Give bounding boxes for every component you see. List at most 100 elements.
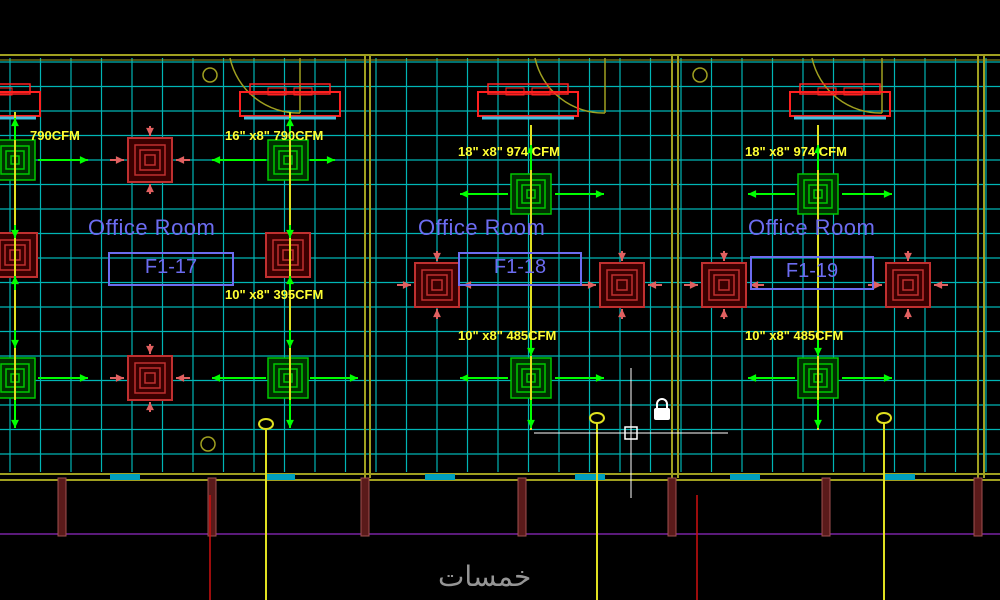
return-grille: [139, 367, 161, 389]
airflow-arrow-head: [460, 374, 469, 382]
airflow-arrow-head: [595, 190, 604, 198]
window-mullion: [973, 477, 983, 537]
fan-coil-unit-top: [487, 83, 569, 95]
window-mullion: [821, 477, 831, 537]
return-grille: [718, 279, 730, 291]
airflow-arrow-head: [11, 118, 19, 127]
return-arrow-head: [689, 281, 698, 289]
airflow-arrow-head: [883, 190, 892, 198]
window-sill: [575, 474, 605, 480]
fan-coil-detail: [531, 87, 551, 96]
left-airflow-note: 790CFM: [30, 128, 80, 143]
return-arrow-head: [618, 309, 626, 318]
airflow-arrow-head: [286, 118, 294, 127]
cursor-pickbox: [624, 426, 638, 440]
return-arrow-head: [402, 281, 411, 289]
supply-diffuser: [278, 368, 298, 388]
return-arrow-head: [750, 281, 759, 289]
return-grille: [144, 154, 156, 166]
supply-diffuser: [283, 155, 293, 165]
return-arrow-head: [904, 252, 912, 261]
airflow-arrow-head: [814, 347, 822, 356]
return-note-f1-17: 10" x8" 395CFM: [225, 287, 324, 302]
return-grille: [611, 274, 633, 296]
fan-coil-detail: [267, 87, 287, 96]
supply-diffuser: [273, 145, 303, 175]
window-mullion: [517, 477, 527, 537]
return-grille: [606, 269, 638, 301]
return-grille: [892, 269, 924, 301]
airflow-arrow-head: [595, 374, 604, 382]
airflow-arrow-head: [748, 374, 757, 382]
fan-coil-detail: [817, 87, 837, 96]
supply-diffuser: [278, 150, 298, 170]
supply-diffuser: [273, 363, 303, 393]
airflow-arrow-head: [748, 190, 757, 198]
airflow-arrow-head: [212, 156, 221, 164]
drain-point: [876, 412, 892, 424]
return-arrow-head: [587, 281, 596, 289]
return-arrow-head: [433, 309, 441, 318]
return-note-f1-18: 10" x8" 485CFM: [458, 328, 557, 343]
window-sill: [110, 474, 140, 480]
airflow-arrow-head: [460, 190, 469, 198]
return-grille: [897, 274, 919, 296]
fan-coil-unit: [0, 91, 41, 117]
return-grille: [272, 239, 304, 271]
fan-coil-unit-top: [0, 83, 31, 95]
supply-note-f1-17: 16" x8" 790CFM: [225, 128, 324, 143]
airflow-arrow-head: [11, 276, 19, 285]
return-arrow-head: [720, 309, 728, 318]
return-arrow-head: [146, 127, 154, 136]
airflow-arrow-head: [814, 419, 822, 428]
fan-coil-unit: [789, 91, 891, 117]
fan-coil-unit-top: [799, 83, 881, 95]
return-grille: [708, 269, 740, 301]
return-arrow-head: [146, 402, 154, 411]
return-arrow-head: [720, 252, 728, 261]
return-arrow-head: [146, 345, 154, 354]
room-tag-f1-19[interactable]: F1-19: [750, 256, 874, 290]
airflow-arrow-head: [11, 419, 19, 428]
return-arrow-head: [146, 184, 154, 193]
drain-point: [589, 412, 605, 424]
airflow-arrow-head: [212, 374, 221, 382]
return-grille: [421, 269, 453, 301]
fan-coil-detail: [843, 87, 863, 96]
return-grille: [277, 244, 299, 266]
room-tag-f1-18[interactable]: F1-18: [458, 252, 582, 286]
return-arrow-head: [934, 281, 943, 289]
return-arrow-head: [115, 374, 124, 382]
return-arrow-head: [618, 252, 626, 261]
airflow-arrow-head: [326, 156, 335, 164]
return-grille: [282, 249, 294, 261]
window-sill: [730, 474, 760, 480]
airflow-arrow-head: [286, 419, 294, 428]
lock-icon: [654, 408, 670, 420]
lock-icon-shackle: [656, 398, 668, 408]
fan-coil-unit-top: [249, 83, 331, 95]
window-sill: [425, 474, 455, 480]
window-sill: [265, 474, 295, 480]
window-sill: [885, 474, 915, 480]
airflow-arrow-head: [814, 145, 822, 154]
drain-point: [258, 418, 274, 430]
return-arrow-head: [873, 281, 882, 289]
door-swing: [229, 57, 301, 114]
fan-coil-detail: [0, 87, 13, 96]
window-mullion: [207, 477, 217, 537]
return-grille: [134, 362, 166, 394]
return-grille: [426, 274, 448, 296]
airflow-arrow-head: [286, 229, 294, 238]
return-grille: [139, 149, 161, 171]
return-arrow-head: [176, 156, 185, 164]
fan-coil-detail: [293, 87, 313, 96]
airflow-arrow-head: [883, 374, 892, 382]
return-grille: [616, 279, 628, 291]
return-arrow-head: [433, 252, 441, 261]
room-tag-f1-17[interactable]: F1-17: [108, 252, 234, 286]
airflow-arrow-head: [527, 145, 535, 154]
return-grille: [713, 274, 735, 296]
